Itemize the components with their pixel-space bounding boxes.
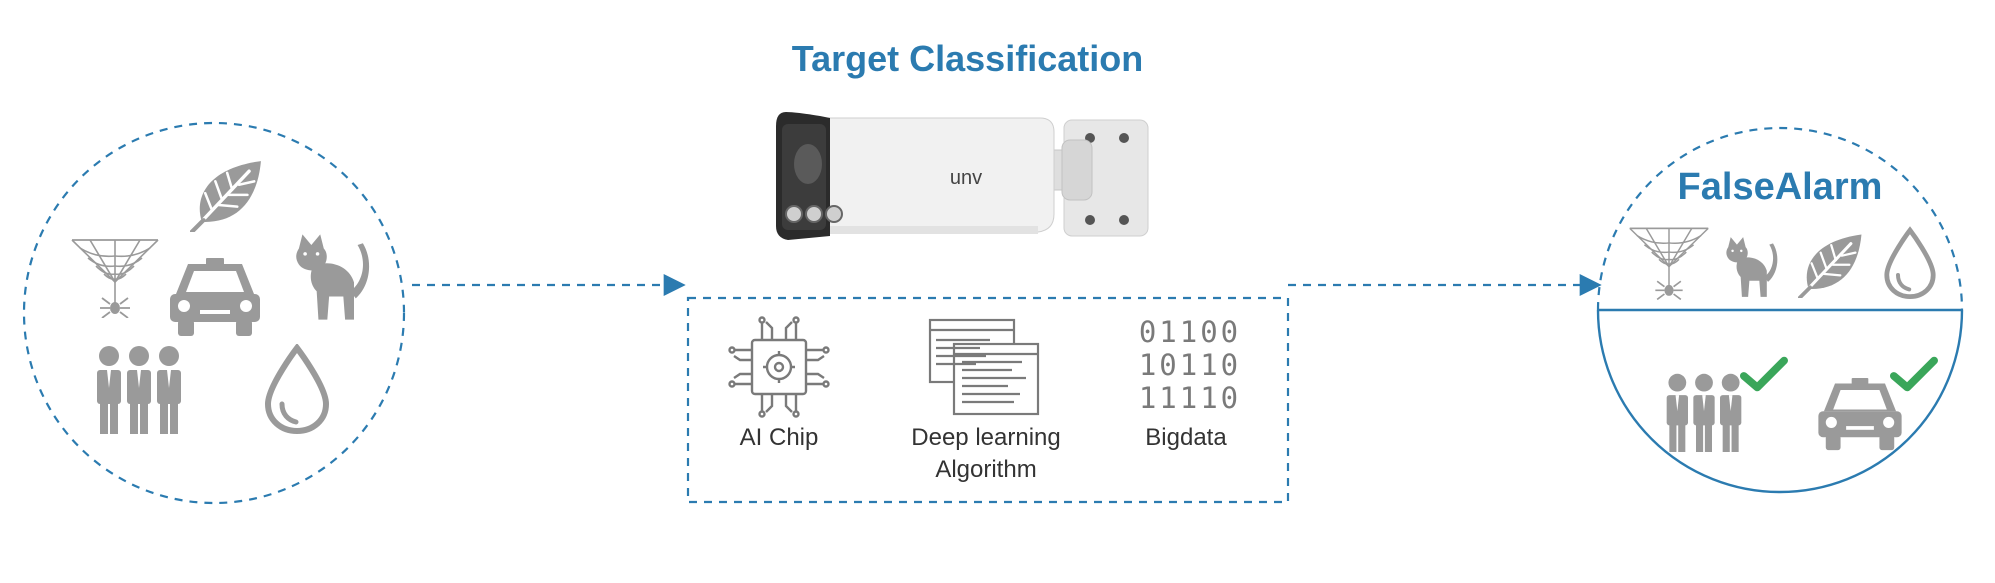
false-alarm-title: FalseAlarm (1600, 166, 1960, 209)
output-bottom-solid-arc (1598, 310, 1962, 492)
people-group-icon (1667, 374, 1742, 452)
checkmark-icon (1744, 361, 1784, 388)
output-top-dashed-arc (1598, 128, 1962, 310)
car-icon (1818, 378, 1901, 450)
spider-web-icon (1630, 228, 1708, 299)
water-drop-icon (1887, 230, 1933, 296)
checkmark-icon (1894, 361, 1934, 388)
leaf-icon (1800, 235, 1862, 298)
cat-icon (1726, 237, 1777, 297)
